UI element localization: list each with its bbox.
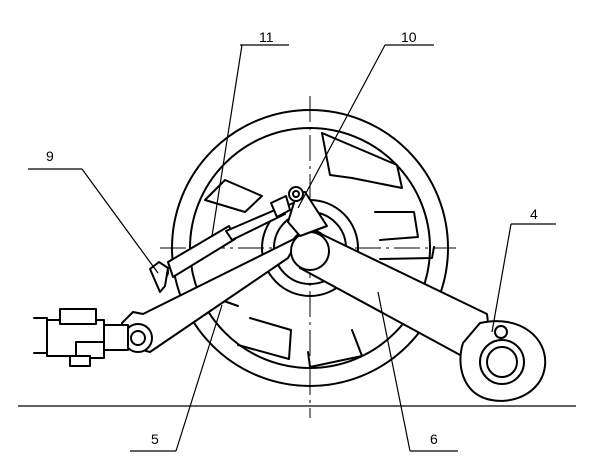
label-6: 6 — [430, 431, 438, 447]
label-11: 11 — [259, 29, 274, 45]
bracket-9 — [149, 261, 169, 293]
label-4: 4 — [530, 206, 538, 222]
small-wheel-4 — [459, 320, 547, 402]
central-hub — [290, 231, 330, 271]
left-base — [33, 308, 129, 367]
label-5: 5 — [151, 431, 159, 447]
link-10 — [287, 186, 328, 237]
label-9: 9 — [46, 148, 54, 164]
label-10: 10 — [401, 29, 417, 45]
leader-lines — [28, 44, 556, 452]
